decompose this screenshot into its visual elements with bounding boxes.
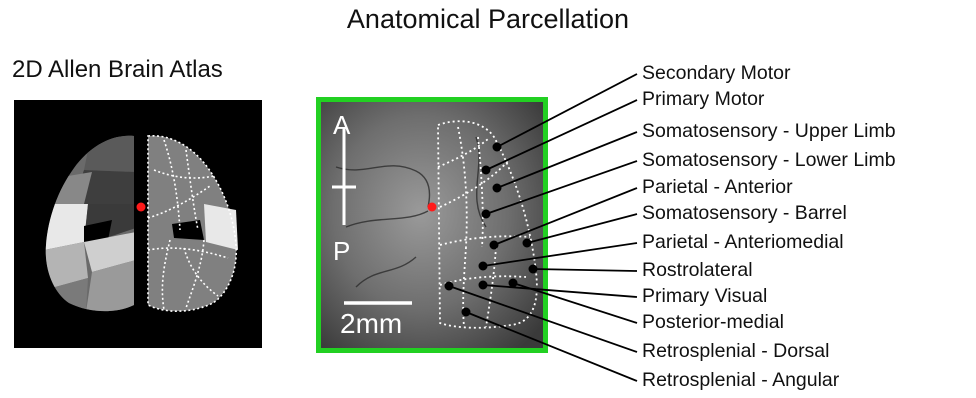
region-label: Secondary Motor xyxy=(642,64,791,84)
leader-line xyxy=(533,269,637,271)
atlas-title: 2D Allen Brain Atlas xyxy=(12,56,223,84)
region-label: Somatosensory - Upper Limb xyxy=(642,122,896,142)
bregma-marker-photo xyxy=(428,203,437,212)
region-label: Somatosensory - Lower Limb xyxy=(642,151,896,171)
region-label: Somatosensory - Barrel xyxy=(642,204,847,224)
region-label: Rostrolateral xyxy=(642,261,753,281)
region-label: Primary Visual xyxy=(642,287,767,307)
region-label: Parietal - Anteriomedial xyxy=(642,233,844,253)
scale-bar-label: 2mm xyxy=(340,310,402,338)
bregma-marker xyxy=(137,203,146,212)
figure-title: Anatomical Parcellation xyxy=(0,4,976,35)
region-label: Parietal - Anterior xyxy=(642,178,793,198)
posterior-label: P xyxy=(333,238,350,264)
region-label: Retrosplenial - Dorsal xyxy=(642,342,830,362)
region-label: Primary Motor xyxy=(642,90,764,110)
region-label: Posterior-medial xyxy=(642,313,784,333)
anterior-label: A xyxy=(333,112,350,138)
region-label: Retrosplenial - Angular xyxy=(642,371,839,391)
allen-atlas-map xyxy=(14,100,262,348)
